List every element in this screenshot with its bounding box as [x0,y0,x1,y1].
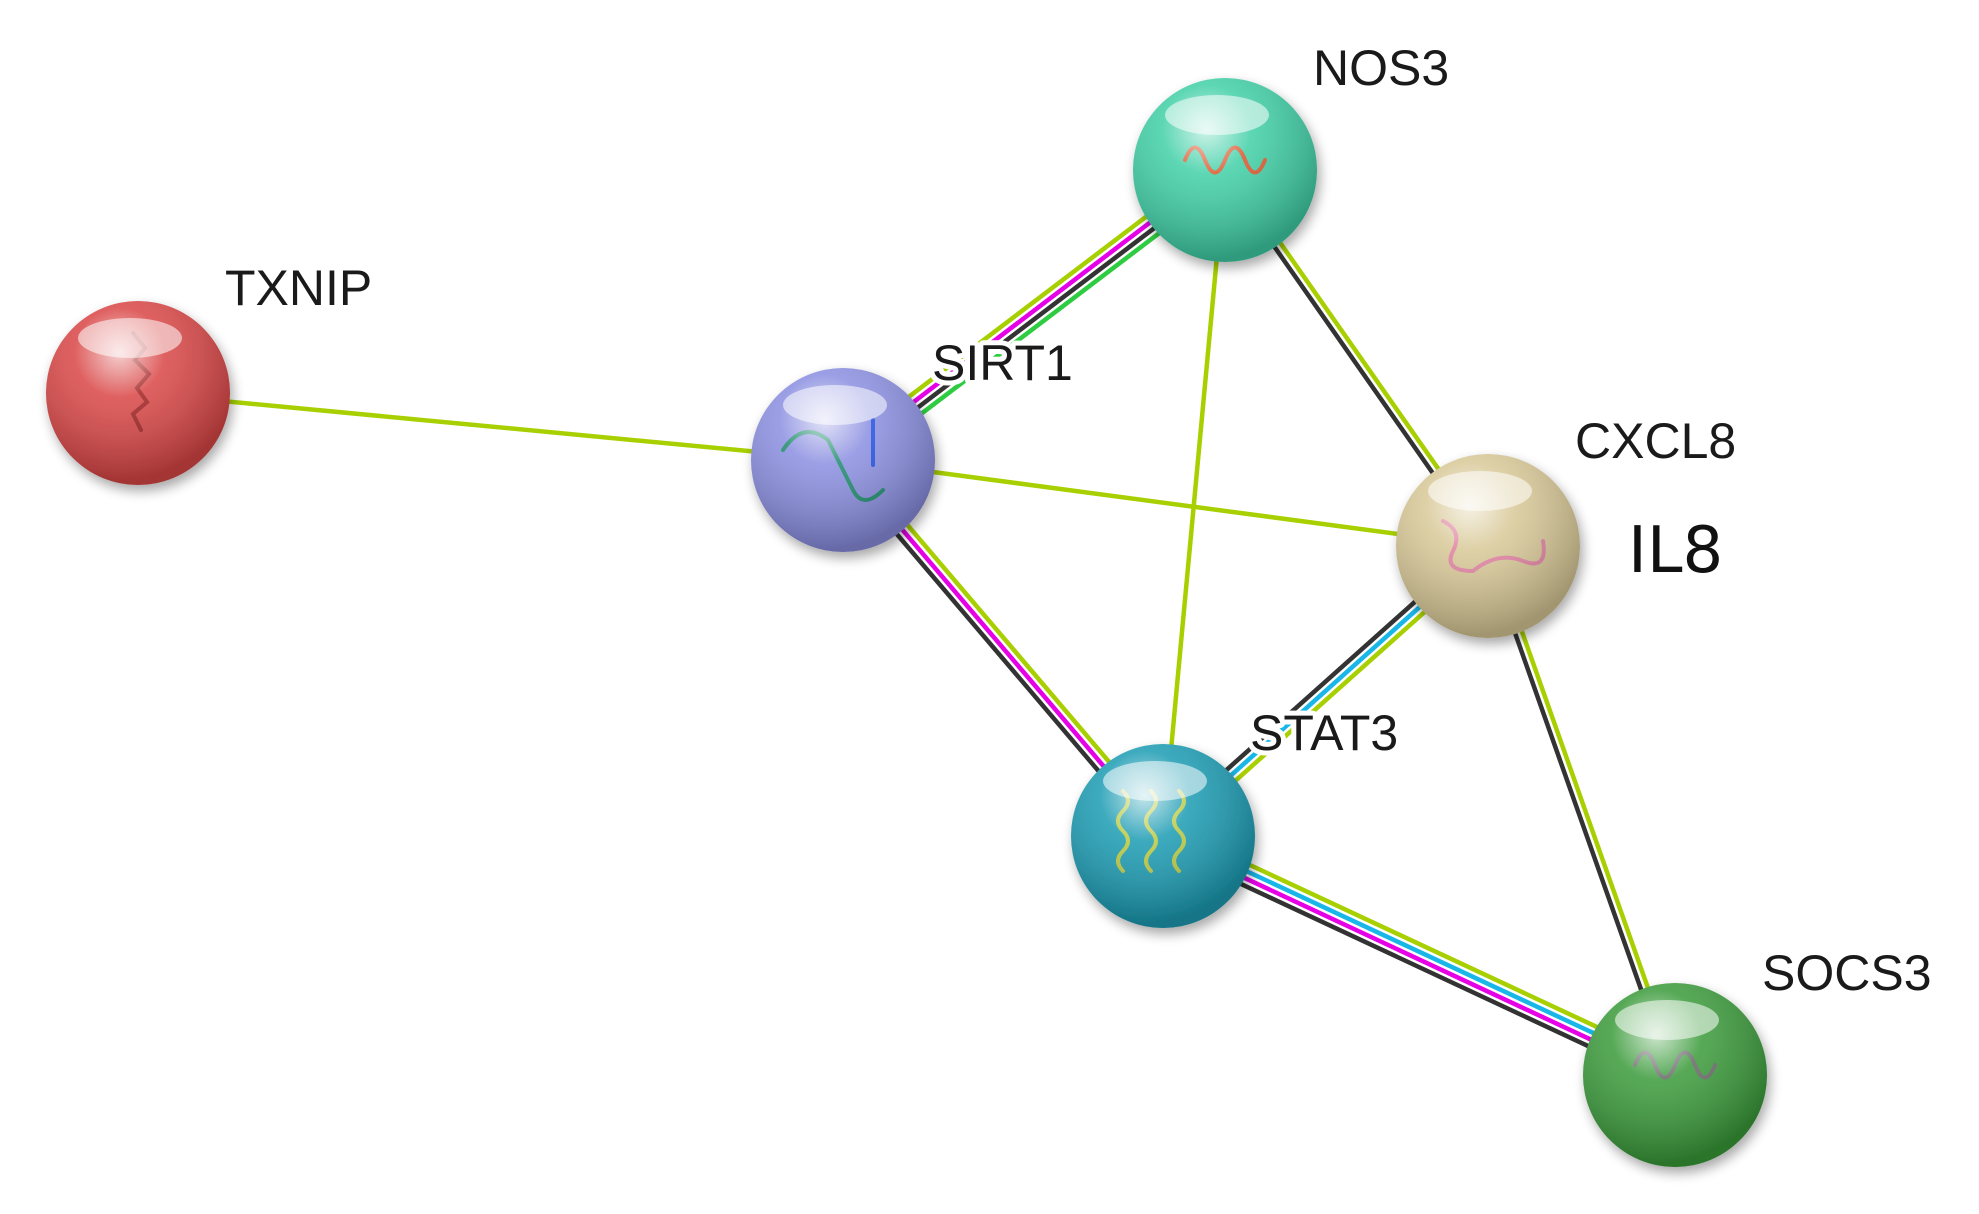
edge-strand-textmining [1489,542,1681,1077]
node-label-stat3: STAT3 [1250,705,1398,761]
node-label-txnip: TXNIP [225,260,372,316]
node-label-sirt1: SIRT1 [932,335,1073,391]
edge-strand-textmining [1165,824,1682,1068]
node-highlight [783,385,887,425]
node-socs3[interactable] [1583,983,1767,1167]
il8-annotation: IL8 [1628,514,1723,588]
edge-sirt1-cxcl8[interactable] [840,457,1491,549]
node-highlight [1165,95,1269,135]
node-cxcl8[interactable] [1396,454,1580,638]
node-nos3[interactable] [1133,78,1317,262]
edge-strand-database [1162,830,1679,1075]
node-highlight [1615,1000,1719,1040]
edge-strand-textmining [1160,167,1228,839]
node-label-socs3: SOCS3 [1762,945,1932,1001]
node-label-cxcl8: CXCL8 [1575,413,1736,469]
node-highlight [78,318,182,358]
node-stat3[interactable] [1071,744,1255,928]
edge-strand-textmining [135,390,846,463]
edge-strand-experiments [1159,836,1676,1081]
edge-strand-coexpression [1482,544,1674,1079]
edge-cxcl8-socs3[interactable] [1482,542,1681,1079]
node-sirt1[interactable] [751,368,935,552]
edge-strand-coexpression [1156,843,1673,1087]
node-highlight [1428,471,1532,511]
edge-txnip-sirt1[interactable] [135,390,846,463]
edge-stat3-socs3[interactable] [1156,824,1682,1087]
node-label-nos3: NOS3 [1313,40,1449,96]
node-highlight [1103,761,1207,801]
node-txnip[interactable] [46,301,230,485]
edge-strand-textmining [840,457,1491,549]
edge-nos3-stat3[interactable] [1160,167,1228,839]
